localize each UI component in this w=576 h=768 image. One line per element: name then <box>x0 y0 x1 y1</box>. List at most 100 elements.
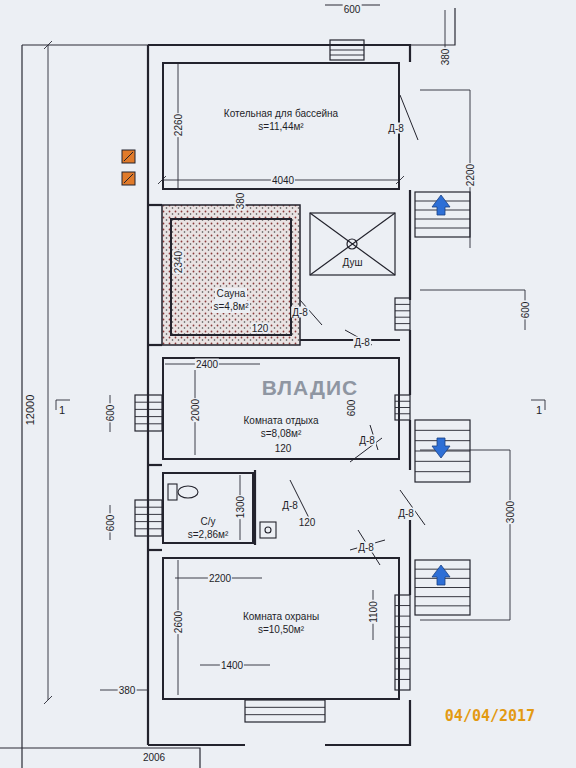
toilet-symbol <box>168 484 198 500</box>
room-name: Душ <box>340 257 364 270</box>
stairs <box>395 407 410 408</box>
building-wall <box>148 464 162 466</box>
stairs <box>395 605 410 606</box>
stairs <box>415 471 470 472</box>
stairs <box>415 420 470 482</box>
room-area: s=11,44м² <box>256 121 305 134</box>
building-wall <box>254 470 256 545</box>
dimension: 2006 <box>142 752 166 763</box>
building-wall <box>148 744 245 746</box>
stairs <box>395 616 410 617</box>
dimension: 120 <box>298 517 317 528</box>
stairs <box>395 413 410 414</box>
stairs <box>395 637 410 638</box>
building-wall <box>409 190 411 300</box>
direction-arrow <box>432 565 450 585</box>
stairs <box>415 430 470 431</box>
stairs <box>415 587 470 588</box>
room-area: s=8,08м² <box>259 428 304 441</box>
dimension: 120 <box>274 443 293 454</box>
dimension: 600 <box>346 399 357 418</box>
dimension: 600 <box>105 514 116 533</box>
stairs <box>395 395 410 420</box>
room-name: Котельная для бассейна <box>222 108 340 121</box>
door-mark: Д-8 <box>357 542 375 553</box>
building-wall <box>148 344 162 346</box>
building-wall <box>325 700 410 745</box>
door-mark: Д-8 <box>397 508 415 519</box>
stairs <box>135 416 162 417</box>
dimension: 1400 <box>220 660 244 671</box>
room-name: Сауна <box>215 288 248 301</box>
sauna-room: Саунаs=4,8м² <box>170 218 292 336</box>
dimension-line <box>396 176 404 184</box>
toilet-symbol <box>178 486 198 498</box>
dimension: 12000 <box>24 394 36 427</box>
direction-arrow <box>432 195 450 215</box>
stairs <box>415 461 470 462</box>
door-swing <box>350 425 382 462</box>
stairs <box>395 626 410 627</box>
stairs <box>135 395 162 431</box>
stairs <box>415 219 470 220</box>
security-room: Комната охраныs=10,50м² <box>162 557 400 700</box>
dimension: 2200 <box>465 163 476 187</box>
dimension: 120 <box>251 323 270 334</box>
stairs <box>395 323 410 324</box>
building-wall <box>300 339 400 341</box>
stairs <box>245 700 325 722</box>
dimension: 380 <box>118 685 137 696</box>
building-wall <box>409 330 411 395</box>
watermark: ВЛАДИС <box>261 376 360 399</box>
dimension-line <box>44 41 52 49</box>
shower-room: Душ <box>310 213 395 275</box>
dimension: 2600 <box>173 610 184 634</box>
stairs <box>245 707 325 708</box>
dimension: 3000 <box>505 500 516 524</box>
stairs <box>135 500 162 536</box>
dimension-line <box>44 696 52 704</box>
date-stamp: 04/04/2017 <box>444 708 536 725</box>
building-wall <box>148 549 162 551</box>
building-wall <box>148 204 162 206</box>
dimension: 2260 <box>173 113 184 137</box>
room-name: Комната отдыха <box>242 415 321 428</box>
dimension-line <box>420 450 510 620</box>
building-wall <box>409 520 411 595</box>
room-area: s=4,8м² <box>212 301 251 314</box>
stairs <box>330 40 364 60</box>
stairs <box>395 298 410 330</box>
room-area: s=2,86м² <box>186 529 231 542</box>
stairs <box>395 647 410 648</box>
sink-symbol <box>260 522 276 538</box>
sauna-wall <box>162 205 300 345</box>
stairs <box>135 40 470 722</box>
room-area: s=10,50м² <box>256 624 306 637</box>
stairs <box>135 507 162 508</box>
dimension-line <box>48 45 49 700</box>
dimension: 2340 <box>173 250 184 274</box>
stairs <box>395 304 410 305</box>
door-mark: Д-8 <box>387 123 405 134</box>
dimension: 600 <box>520 301 531 320</box>
dimension: 2000 <box>190 398 201 422</box>
stairs <box>135 423 162 424</box>
dimension: 2400 <box>195 359 219 370</box>
dimension: 4040 <box>271 175 295 186</box>
door-swing <box>350 530 385 565</box>
stairs <box>395 668 410 669</box>
building-wall <box>148 45 410 745</box>
shower-symbol <box>347 239 357 249</box>
frame-line <box>0 5 455 768</box>
building-wall <box>148 45 410 62</box>
frame-line <box>22 8 455 45</box>
section-mark: 1 <box>535 404 543 416</box>
stairs <box>415 605 470 606</box>
dimension: 2200 <box>208 573 232 584</box>
shower-symbol <box>310 213 395 275</box>
stairs <box>330 55 364 56</box>
direction-arrow <box>432 438 450 458</box>
stairs <box>245 714 325 715</box>
sink-symbol <box>265 527 271 533</box>
door-swing <box>290 95 425 565</box>
